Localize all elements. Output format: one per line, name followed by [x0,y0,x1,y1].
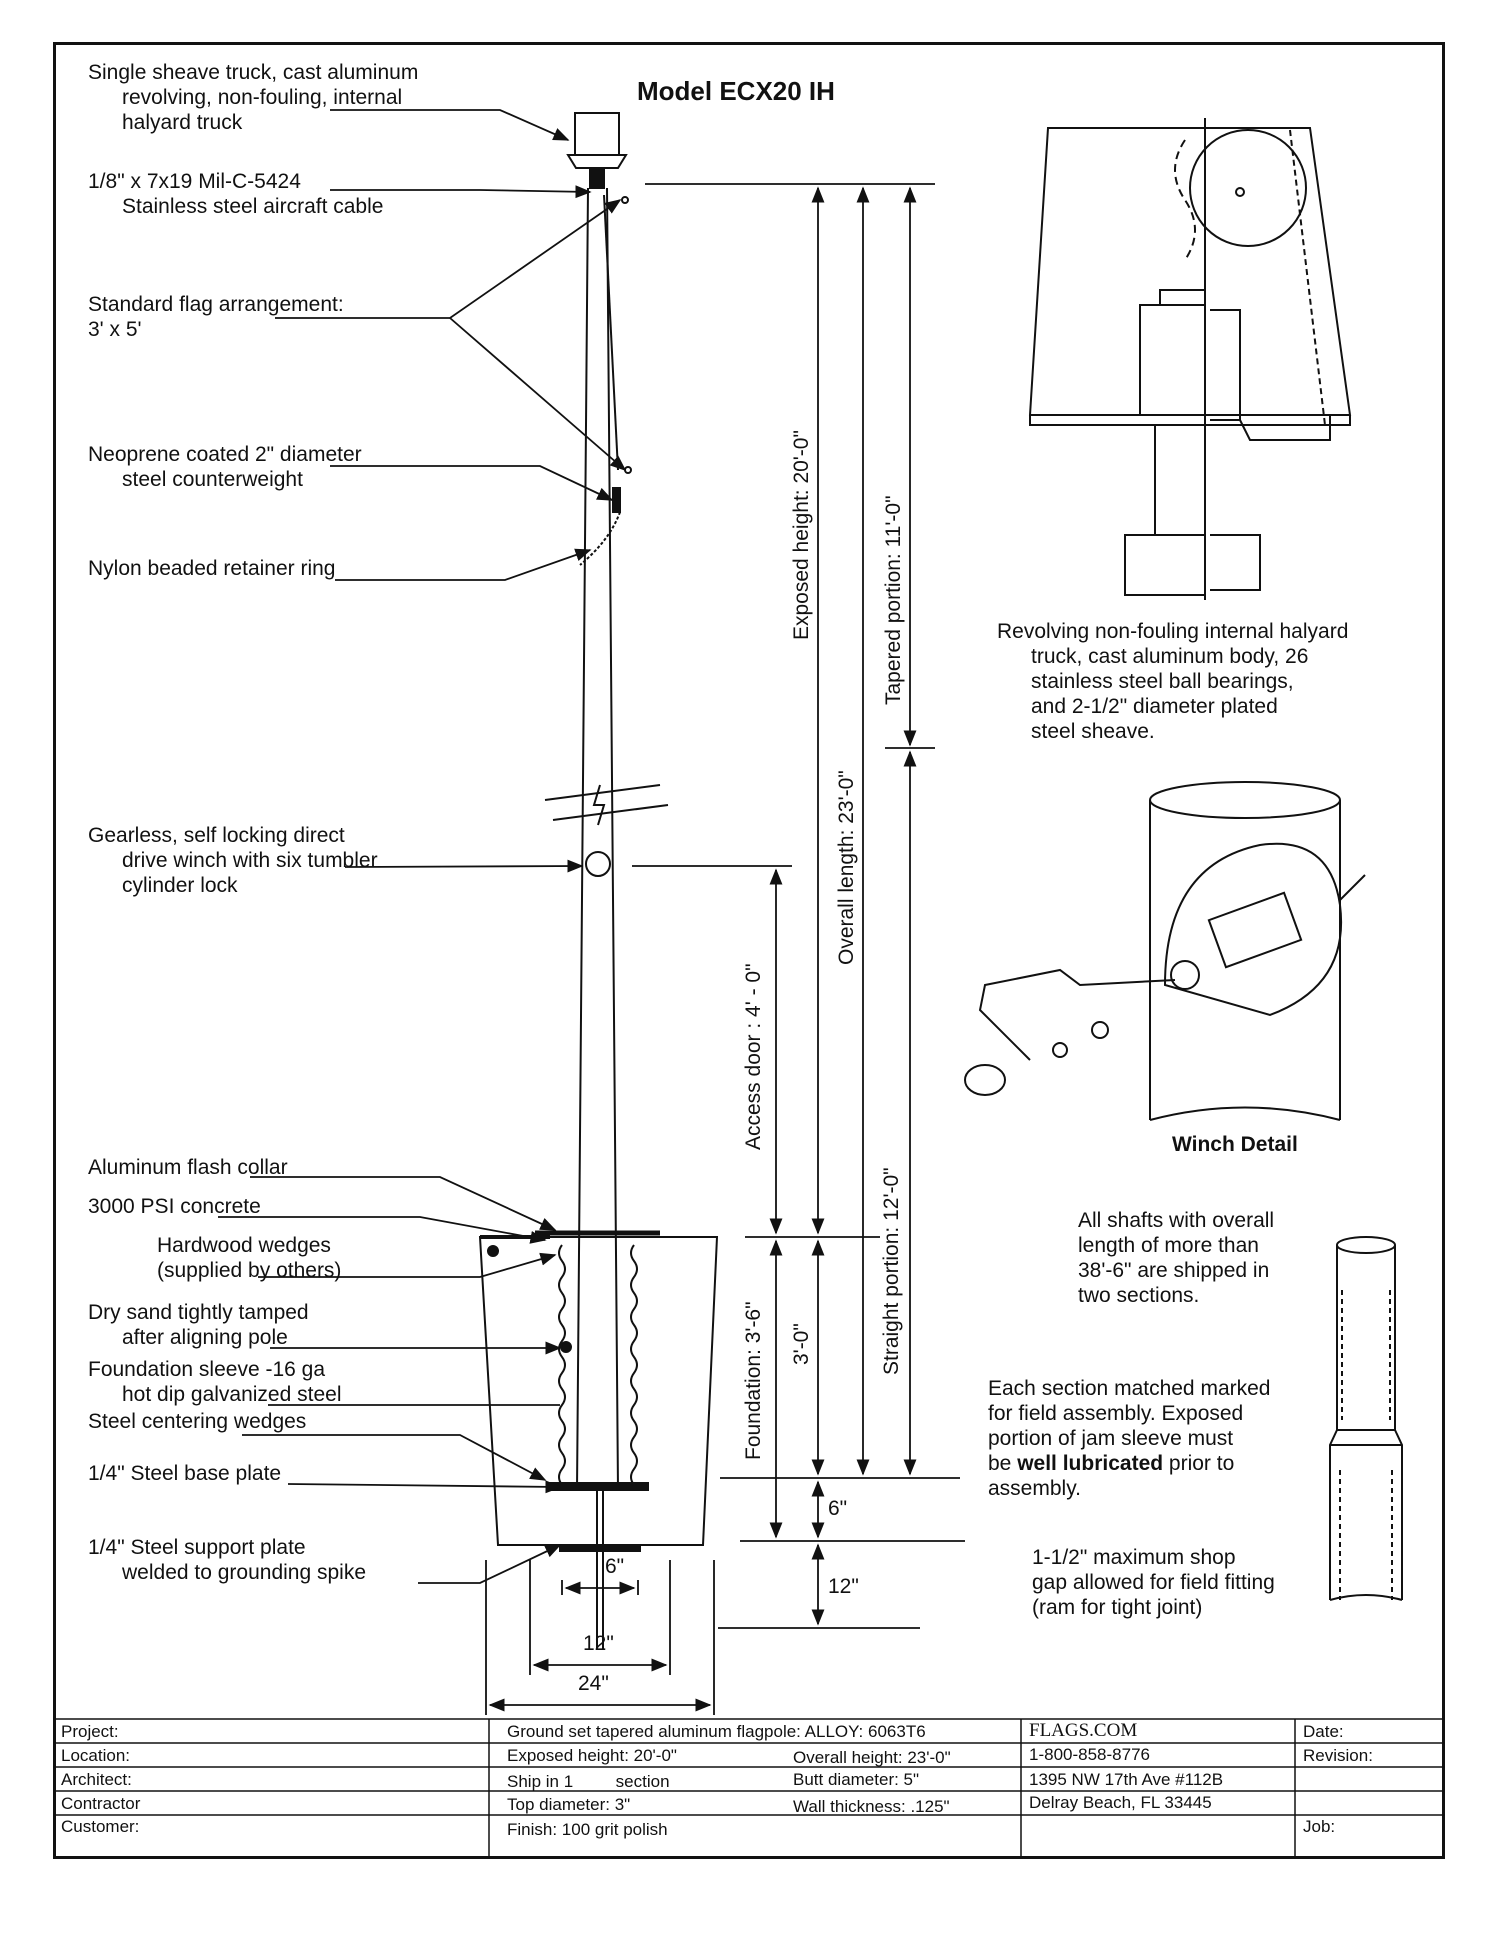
page-title: Model ECX20 IH [637,76,835,106]
dim-tapered-label: Tapered portion: 11'-0" [882,495,905,705]
tb-location: Location: [61,1746,130,1765]
tb-top-diameter: Top diameter: 3" [507,1795,631,1814]
label-collar: Aluminum flash collar [88,1156,288,1179]
dim-12in-horizontal-label: 12" [583,1632,614,1655]
label-counterweight: Neoprene coated 2" diameter steel counte… [88,443,362,491]
dim-6in-label: 6" [828,1497,848,1520]
tb-wall-thickness: Wall thickness: .125" [793,1797,950,1816]
dim-24in-horizontal-label: 24" [578,1672,609,1695]
tb-exposed-height: Exposed height: 20'-0" [507,1746,677,1765]
grounding-spike [596,1490,604,1650]
tb-phone: 1-800-858-8776 [1029,1745,1150,1764]
tb-ship-in: Ship in 1 section [507,1772,670,1791]
tb-description: Ground set tapered aluminum flagpole: AL… [507,1722,926,1741]
dim-12in-label: 12" [828,1575,859,1598]
dim-straight-label: Straight portion: 12'-0" [880,1167,903,1375]
halyard-cable [603,194,619,471]
dim-exposed-label: Exposed height: 20'-0" [790,430,813,640]
tb-revision: Revision: [1303,1746,1373,1765]
base-plate [547,1482,649,1491]
truck-detail-illustration [1028,118,1352,600]
winch-detail-illustration [964,781,1366,1121]
tb-butt-diameter: Butt diameter: 5" [793,1770,920,1789]
tb-customer: Customer: [61,1817,140,1836]
dim-overall-label: Overall length: 23'-0" [835,770,858,965]
label-baseplate: 1/4" Steel base plate [88,1462,282,1485]
foundation-sleeve [478,1236,719,1546]
title-block-grid [53,1718,1445,1857]
tb-architect: Architect: [61,1770,132,1789]
dim-6in-horizontal-label: 6" [605,1555,625,1578]
sand-fill [558,1244,566,1486]
tb-address1: 1395 NW 17th Ave #112B [1029,1770,1224,1789]
title-block: Project: Location: Architect: Contractor… [53,1718,1445,1859]
tb-address2: Delray Beach, FL 33445 [1029,1793,1212,1812]
label-centering: Steel centering wedges [88,1410,307,1433]
pole-shaft [576,187,619,1491]
dim-foundation-label: Foundation: 3'-6" [742,1301,765,1460]
tb-job: Job: [1303,1817,1336,1836]
tb-company: FLAGS.COM [1029,1720,1138,1741]
dim-3ft-label: 3'-0" [790,1323,813,1365]
label-cable: 1/8" x 7x19 Mil-C-5424 Stainless steel a… [88,170,384,218]
caption-winch-detail: Winch Detail [1172,1133,1298,1156]
truck-icon [574,112,620,156]
caption-section: Each section matched marked for field as… [988,1377,1271,1500]
label-sand: Dry sand tightly tamped after aligning p… [88,1301,309,1349]
tb-project: Project: [61,1722,119,1741]
label-wedges: Hardwood wedges (supplied by others) [157,1234,342,1282]
winch-lock-icon [585,851,611,877]
counterweight-icon [612,487,621,513]
label-truck: Single sheave truck, cast aluminum revol… [88,61,419,134]
caption-gap: 1-1/2" maximum shop gap allowed for fiel… [1032,1546,1275,1619]
label-winch: Gearless, self locking direct drive winc… [88,824,378,897]
label-supportplate: 1/4" Steel support plate welded to groun… [88,1536,367,1584]
label-sleeve: Foundation sleeve -16 ga hot dip galvani… [88,1358,342,1406]
caption-shafts: All shafts with overall length of more t… [1078,1209,1275,1307]
tb-overall-height: Overall height: 23'-0" [793,1748,951,1767]
support-plate [559,1544,641,1552]
caption-truck-detail: Revolving non-fouling internal halyard t… [997,620,1349,743]
drawing-frame [53,42,1445,1859]
tb-contractor: Contractor [61,1794,141,1813]
two-section-shaft-illustration [1329,1236,1403,1601]
label-concrete: 3000 PSI concrete [88,1195,261,1218]
label-flag: Standard flag arrangement: 3' x 5' [88,293,344,341]
tb-date: Date: [1303,1722,1344,1741]
tb-finish: Finish: 100 grit polish [507,1820,668,1839]
label-ring: Nylon beaded retainer ring [88,557,336,580]
dim-access-label: Access door : 4' - 0" [742,963,765,1150]
